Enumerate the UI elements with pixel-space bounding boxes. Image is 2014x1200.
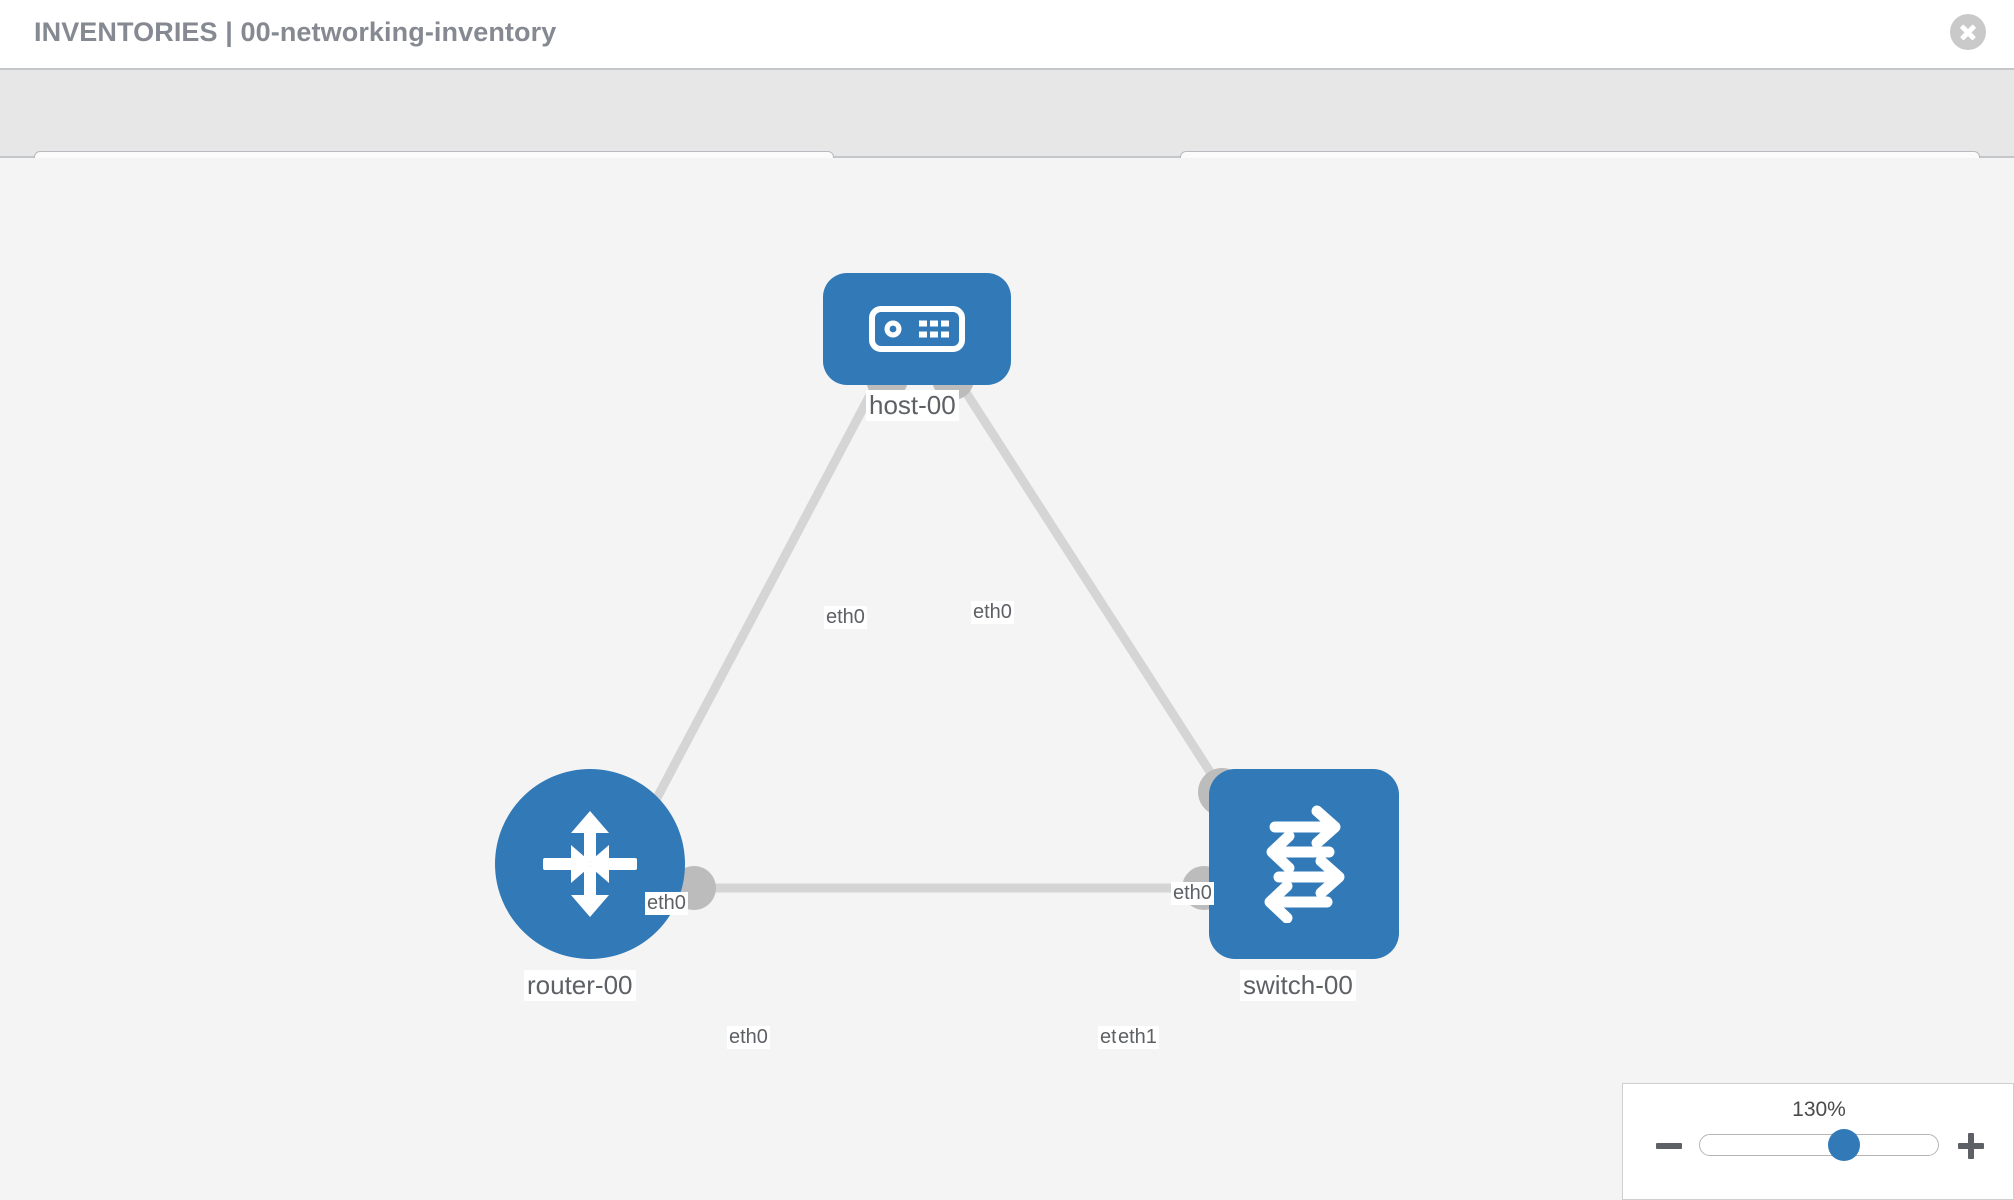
edge-label: eth0 <box>971 601 1014 624</box>
node-label-switch-00: switch-00 <box>1240 970 1356 1001</box>
zoom-level-label: 130% <box>1792 1098 1846 1121</box>
page-title: INVENTORIES | 00-networking-inventory <box>34 17 557 47</box>
edge-label: eth0 <box>727 1026 770 1049</box>
topology-node-host-00[interactable] <box>823 273 1011 385</box>
router-node-shape[interactable] <box>495 769 685 959</box>
edge-label: eth1 <box>1116 1026 1159 1049</box>
node-label-host-00: host-00 <box>866 390 959 421</box>
zoom-in-button[interactable] <box>1956 1131 1986 1161</box>
topology-canvas[interactable]: host-00 router-00 switch-00 eth0 eth0 et… <box>0 158 2014 1200</box>
page-header: INVENTORIES | 00-networking-inventory <box>0 0 2014 68</box>
switch-node-shape[interactable] <box>1209 769 1399 959</box>
zoom-slider-thumb[interactable] <box>1828 1129 1860 1161</box>
topology-node-switch-00[interactable] <box>1209 769 1399 959</box>
close-icon[interactable] <box>1950 14 1986 50</box>
toolbar: ACTIONS SEARCH <box>0 68 2014 203</box>
router-arrows-icon <box>543 811 637 917</box>
server-icon <box>869 306 965 352</box>
edge-label: eth0 <box>824 606 867 629</box>
host-node-shape[interactable] <box>823 273 1011 385</box>
topology-node-router-00[interactable] <box>495 769 685 959</box>
zoom-control-panel: 130% <box>1622 1083 2014 1200</box>
topology-links <box>636 377 1236 893</box>
switch-arrows-icon <box>1264 805 1345 923</box>
edge-label: eth0 <box>645 892 688 915</box>
node-label-router-00: router-00 <box>524 970 636 1001</box>
edge-label: eth0 <box>1171 882 1214 905</box>
zoom-slider[interactable] <box>1699 1129 1939 1161</box>
zoom-out-button[interactable] <box>1654 1131 1684 1161</box>
